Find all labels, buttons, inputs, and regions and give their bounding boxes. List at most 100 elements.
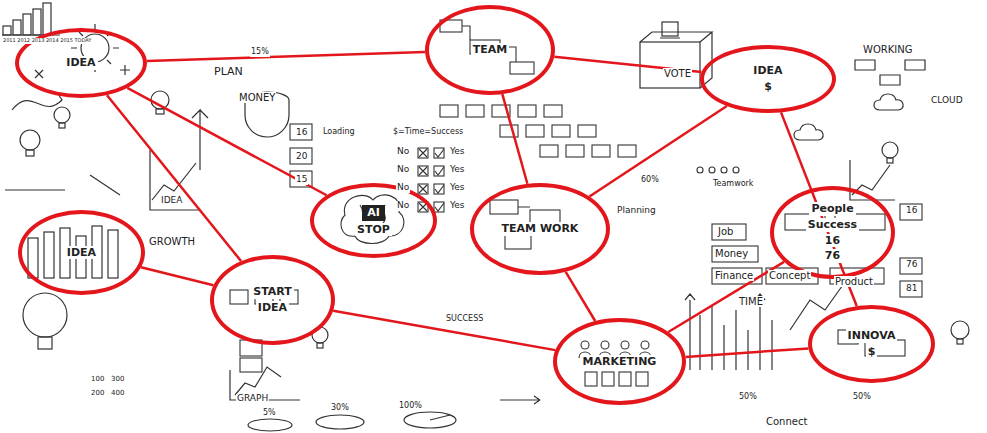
flowchart-sketch xyxy=(440,20,462,32)
doodle-label: TIME xyxy=(738,296,764,307)
checkbox-sketch xyxy=(419,149,427,211)
node-text: IDEA xyxy=(65,246,98,260)
doodle-label: PLAN xyxy=(213,66,244,78)
doodle-label: Planning xyxy=(616,206,657,216)
lightbulb-sketch xyxy=(23,293,67,337)
doodle-label: Yes xyxy=(449,201,466,211)
people-sketch xyxy=(601,341,609,349)
lightbulb-sketch xyxy=(38,337,52,349)
box-sketch xyxy=(766,268,818,284)
node-text: AI xyxy=(362,205,385,221)
node-text: People xyxy=(809,202,855,216)
doodle-label: Connect xyxy=(765,416,808,427)
box-sketch xyxy=(290,124,312,140)
highlight-circle: MARKETING xyxy=(553,318,686,405)
people-sketch xyxy=(585,372,597,386)
pie-chart-sketch xyxy=(404,412,456,428)
bar-chart-sketch xyxy=(2,34,60,35)
node-text: 16 xyxy=(823,234,842,248)
red-connector xyxy=(333,311,555,350)
doodle-label: 100 xyxy=(90,376,105,384)
doodle-label: 20 xyxy=(295,152,308,162)
chart-sketch xyxy=(28,150,895,400)
node-text: IDEA xyxy=(256,301,289,315)
lightbulb-sketch xyxy=(312,327,328,343)
doodle-label: $=Time=Success xyxy=(392,128,464,137)
doodle-label: MONEY xyxy=(238,92,276,103)
lightbulb-sketch xyxy=(317,343,323,348)
pie-chart-sketch xyxy=(248,419,292,431)
node-text: $ xyxy=(762,80,774,94)
people-sketch xyxy=(581,341,589,349)
doodle-label: Money xyxy=(714,248,749,259)
doodle-label: 15 xyxy=(295,175,308,185)
box-sketch xyxy=(290,148,312,164)
doodle-label: GROWTH xyxy=(148,236,196,247)
doodle-label: WORKING xyxy=(862,44,913,55)
doodle-label: 60% xyxy=(640,176,660,185)
ballot-box-sketch xyxy=(662,22,678,36)
chart-sketch xyxy=(28,238,38,278)
cloud-sketch xyxy=(794,124,823,140)
flowchart-sketch xyxy=(462,26,516,62)
doodle-label: 2011 2012 2013 2014 2015 TODAY xyxy=(2,38,92,44)
flowchart-sketch xyxy=(466,105,484,117)
flowchart-sketch xyxy=(618,145,636,157)
pie-chart-sketch xyxy=(430,415,450,420)
doodle-label: 5% xyxy=(262,409,277,418)
node-text: Success xyxy=(806,218,859,232)
doodle-label: 81 xyxy=(905,284,918,294)
flowchart-sketch xyxy=(490,200,518,214)
arrow-sketch xyxy=(5,175,120,195)
box-sketch xyxy=(900,258,922,274)
doodle-label: IDEA xyxy=(160,196,183,206)
red-connector xyxy=(141,267,213,285)
node-text: $ xyxy=(866,345,878,359)
people-sketch xyxy=(641,341,649,349)
doodle-label: Yes xyxy=(449,183,466,193)
lightbulb-sketch xyxy=(957,339,963,344)
flowchart-sketch xyxy=(505,235,531,249)
lightbulb-sketch xyxy=(882,142,898,158)
brain-sketch xyxy=(341,195,404,244)
node-text: TEAM WORK xyxy=(500,222,581,236)
highlight-circle: PeopleSuccess1676 xyxy=(770,186,895,279)
highlight-circle: INNOVA$ xyxy=(808,305,935,383)
doodle-label: 400 xyxy=(110,390,125,398)
box-sketch xyxy=(230,124,922,372)
lightbulb-sketch xyxy=(887,158,893,163)
highlight-circle: TEAM WORK xyxy=(470,183,610,275)
doodle-label: No xyxy=(396,201,410,211)
doodle-label: GRAPH xyxy=(236,394,269,404)
arrow-sketch xyxy=(5,94,540,404)
bar-chart-sketch xyxy=(33,9,41,35)
doodle-label: No xyxy=(396,165,410,175)
node-text: IDEA xyxy=(64,56,97,70)
doodle-label: Teamwork xyxy=(712,180,755,189)
doodle-label: Product xyxy=(834,276,874,287)
doodle-label: 16 xyxy=(905,206,918,216)
flowchart-sketch xyxy=(540,145,558,157)
doodle-label: No xyxy=(396,147,410,157)
people-sketch xyxy=(602,372,614,386)
flowchart-sketch xyxy=(544,105,562,117)
doodle-label: Job xyxy=(717,226,734,237)
lightbulb-sketch xyxy=(26,150,34,156)
doodle-label: VOTE xyxy=(663,68,692,79)
doodle-label: No xyxy=(396,183,410,193)
flowchart-sketch xyxy=(518,105,536,117)
brain-sketch xyxy=(360,205,385,223)
doodle-label: 300 xyxy=(110,376,125,384)
chart-sketch xyxy=(44,232,54,278)
highlight-circle: IDEA$ xyxy=(700,45,836,113)
doodle-label: 50% xyxy=(738,393,758,402)
doodle-label: SUCCESS xyxy=(445,315,484,324)
lightbulb-sketch xyxy=(20,91,969,349)
doodle-label: Concept xyxy=(768,270,811,281)
lightbulb-sketch xyxy=(156,109,164,114)
lightbulb-sketch xyxy=(951,321,969,339)
cloud-sketch xyxy=(855,60,925,85)
red-connector xyxy=(147,52,425,61)
